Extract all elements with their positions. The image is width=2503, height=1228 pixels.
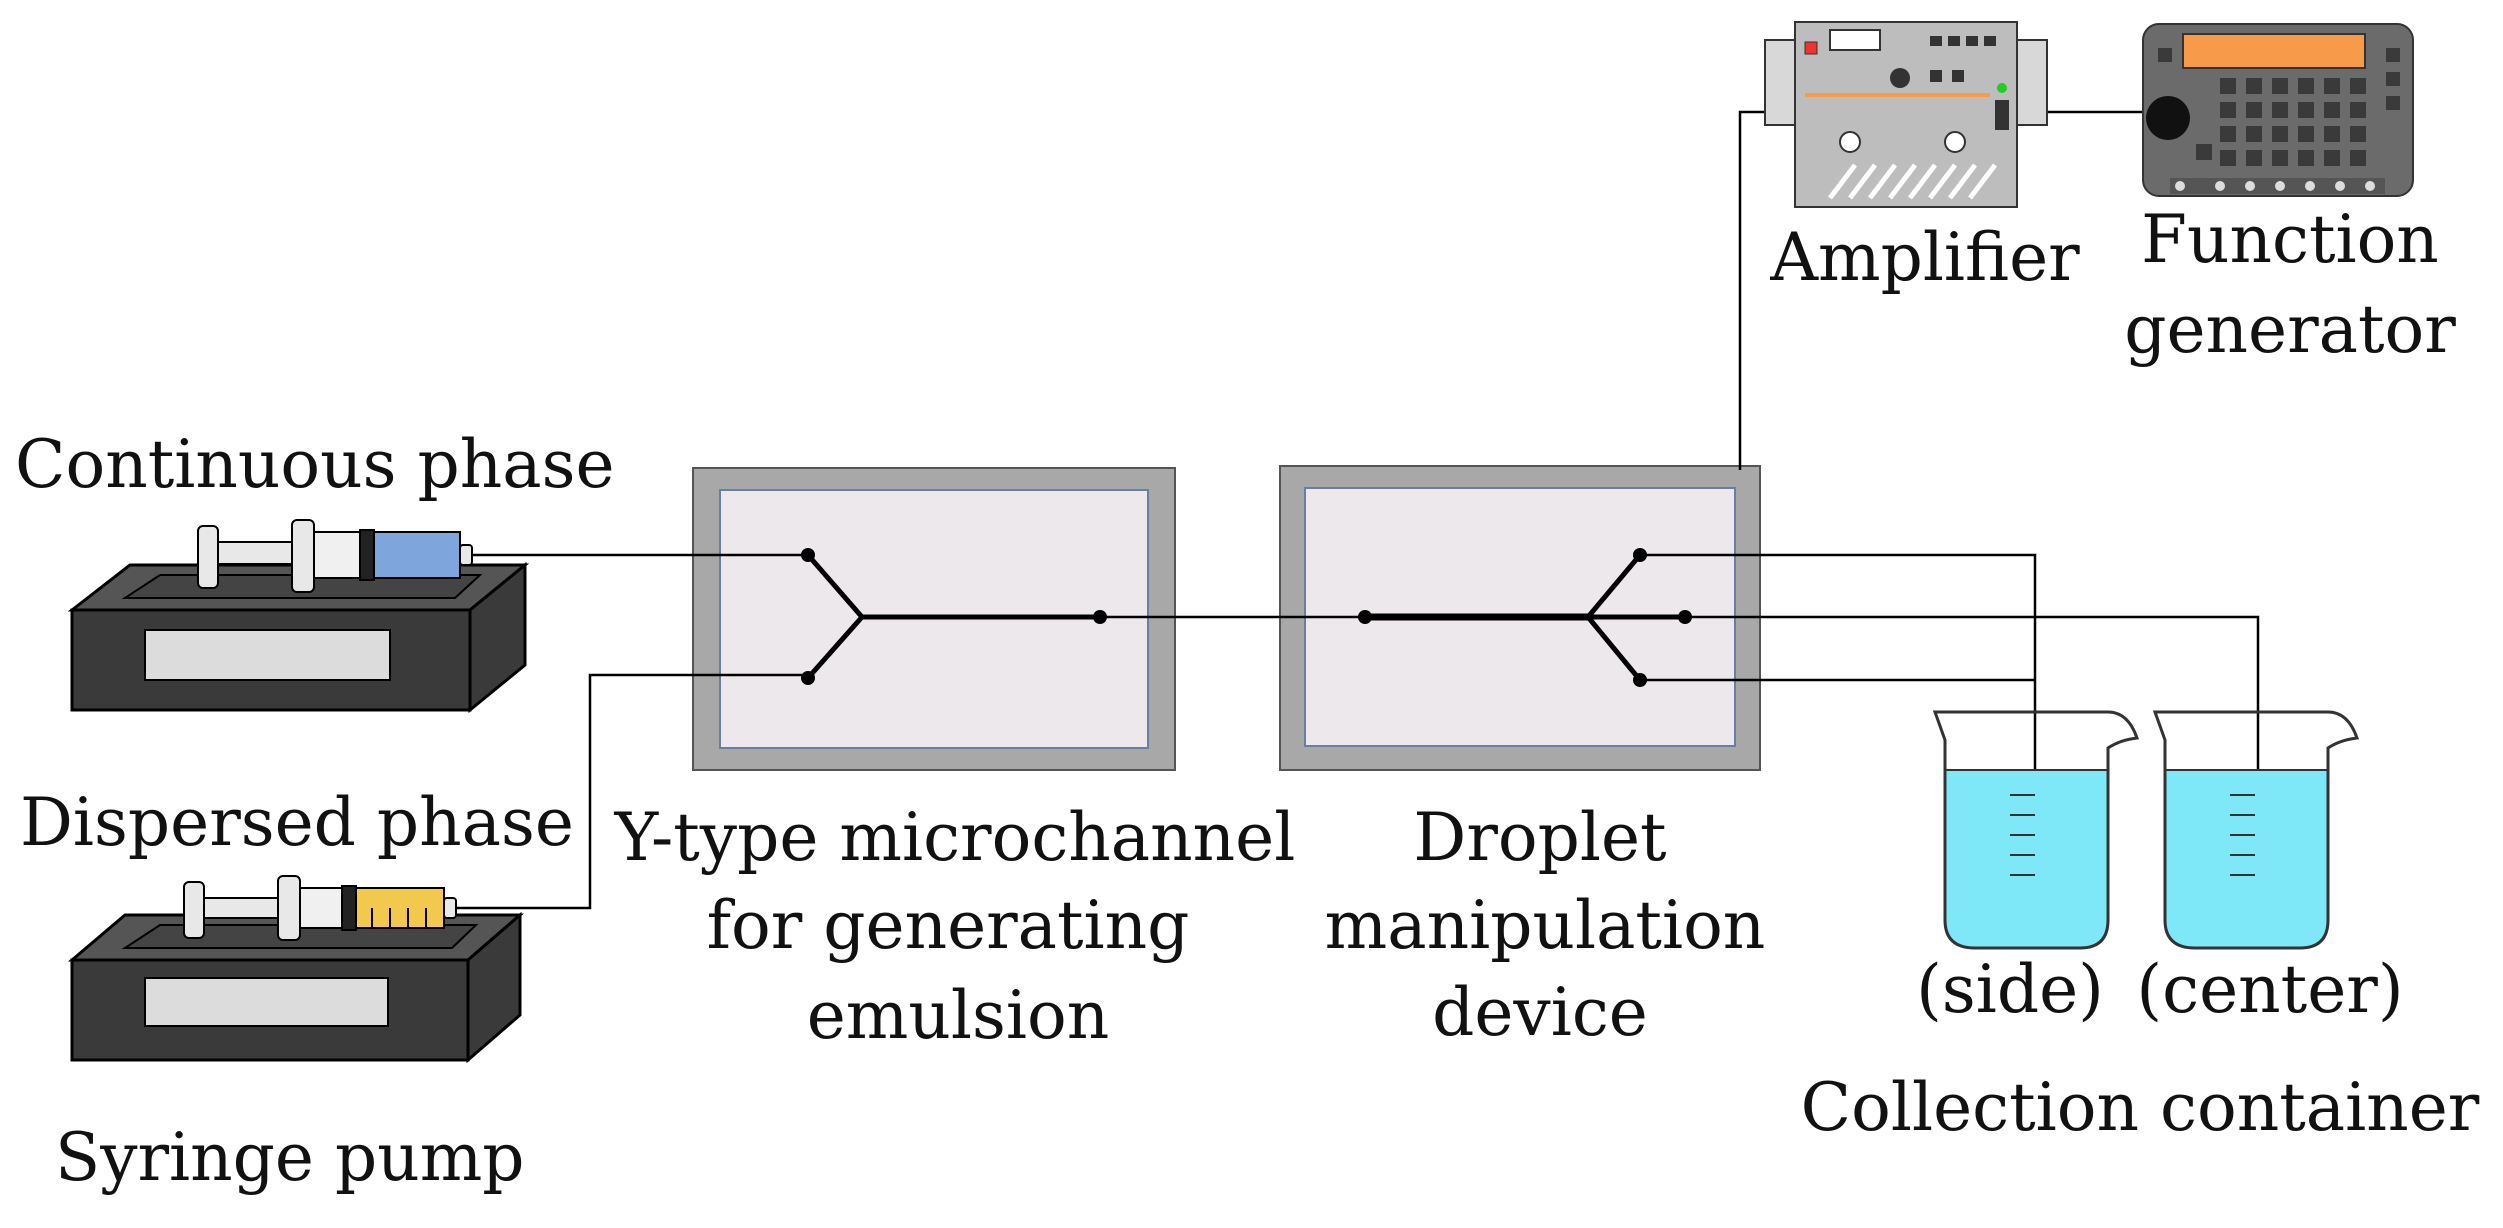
beaker-side (1932, 710, 2140, 950)
label-amplifier: Amplifier (1769, 219, 2080, 296)
label-function-generator-line1: Function (2141, 201, 2439, 278)
beaker-center (2152, 710, 2360, 950)
label-function-generator-line2: generator (2124, 291, 2456, 368)
y-channel-device (692, 467, 1176, 771)
label-droplet-line1: Droplet (1413, 799, 1666, 876)
label-continuous-phase: Continuous phase (15, 426, 615, 503)
label-droplet-line3: device (1432, 974, 1648, 1051)
syringe-pump-continuous (67, 519, 530, 714)
tubing-lines (456, 110, 2260, 910)
label-center: (center) (2136, 951, 2403, 1028)
amplifier (1764, 21, 2048, 208)
label-side: (side) (1916, 951, 2104, 1028)
label-collection-container: Collection container (1801, 1069, 2480, 1146)
label-y-channel-line2: for generating (707, 887, 1190, 964)
syringe-dispersed (183, 875, 457, 941)
syringe-continuous (197, 519, 473, 593)
label-syringe-pump: Syringe pump (55, 1119, 525, 1196)
label-dispersed-phase: Dispersed phase (20, 784, 574, 861)
droplet-manipulation-device (1279, 465, 1761, 771)
label-y-channel-line1: Y-type microchannel (614, 799, 1296, 876)
function-generator (2142, 23, 2414, 197)
label-y-channel-line3: emulsion (807, 977, 1109, 1054)
syringe-pump-dispersed (67, 875, 525, 1064)
label-droplet-line2: manipulation (1325, 887, 1766, 964)
